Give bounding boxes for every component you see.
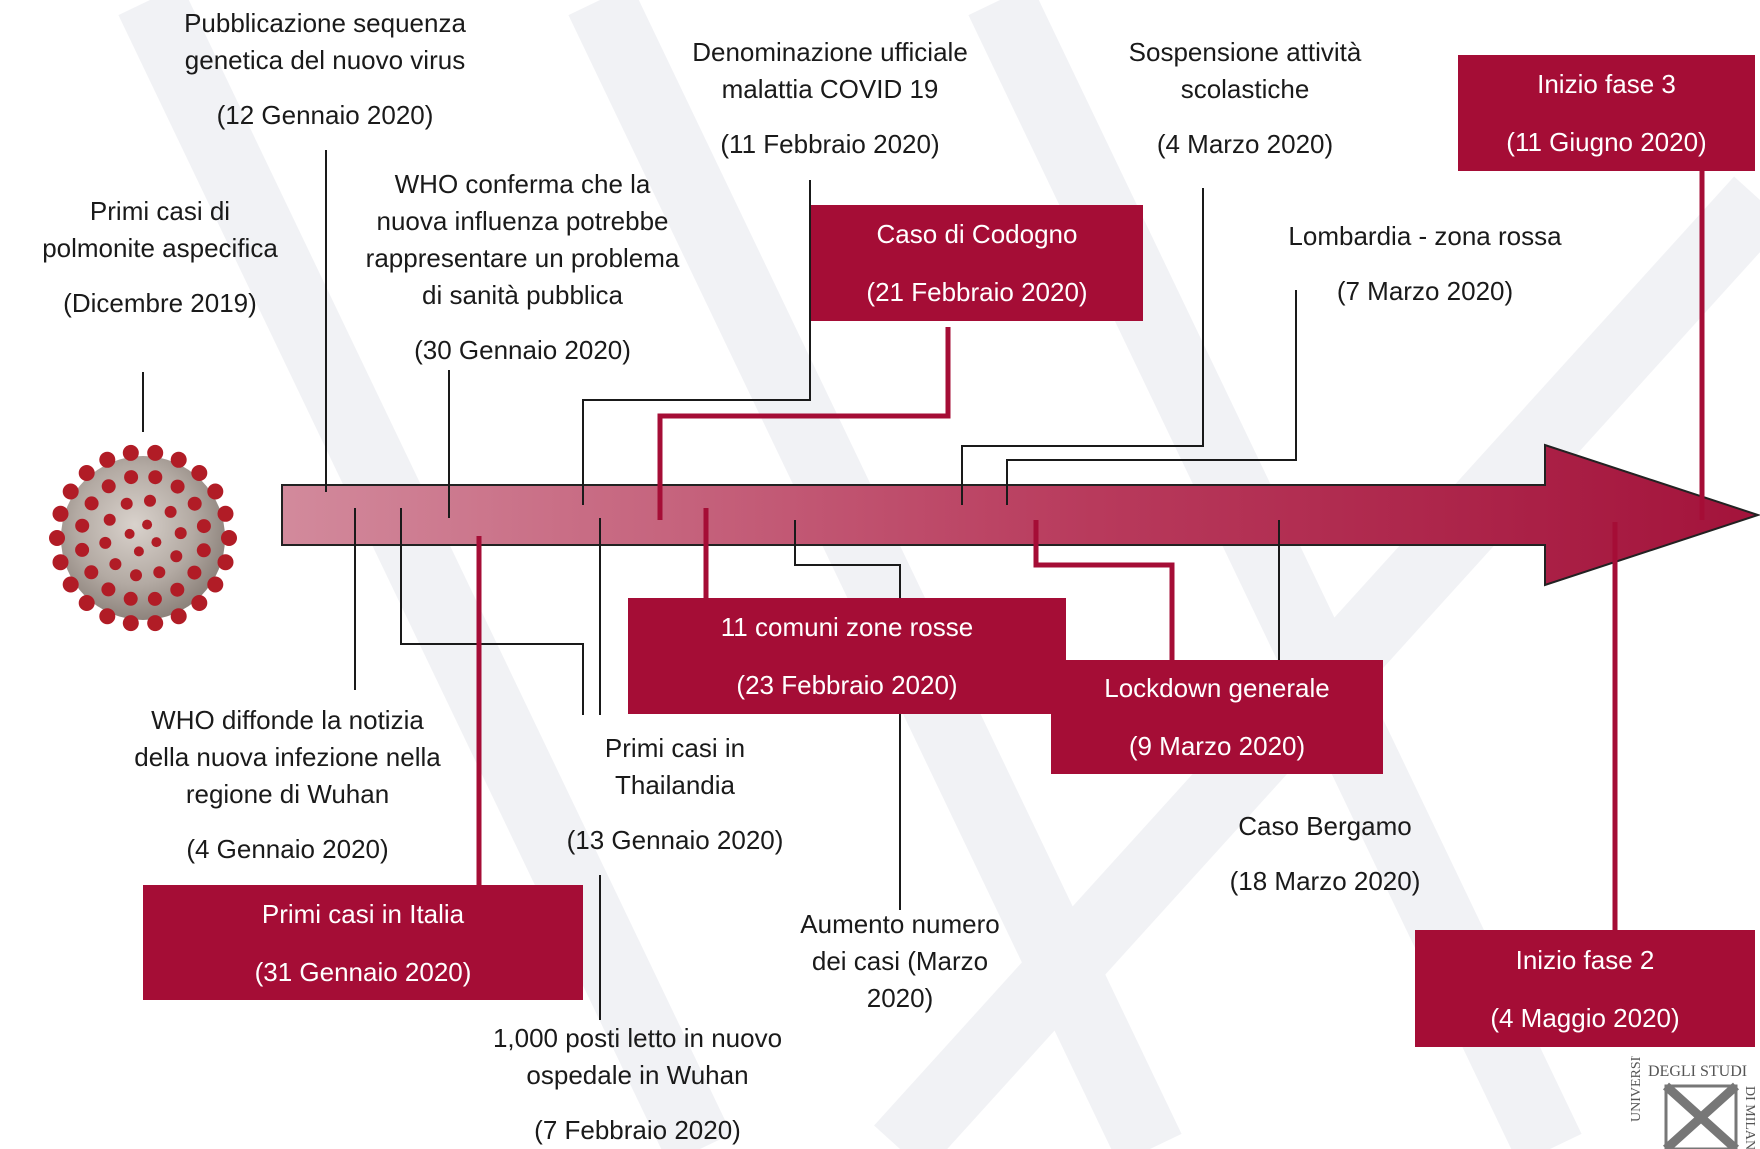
event-aumento-casi: Aumento numero dei casi (Marzo 2020) xyxy=(760,906,1040,1017)
highlight-title: Caso di Codogno xyxy=(876,219,1078,249)
event-title: Caso Bergamo xyxy=(1238,811,1412,841)
connector-13-gennaio xyxy=(400,508,584,715)
highlight-date: (31 Gennaio 2020) xyxy=(254,956,472,987)
event-title: Pubblicazione sequenza genetica del nuov… xyxy=(184,8,466,75)
highlight-caso-codogno: Caso di Codogno (21 Febbraio 2020) xyxy=(811,205,1143,321)
event-primi-casi-polmonite: Primi casi di polmonite aspecifica (Dice… xyxy=(20,193,300,322)
svg-text:UNIVERSITÀ: UNIVERSITÀ xyxy=(1630,1056,1644,1122)
event-date: (7 Febbraio 2020) xyxy=(534,1115,741,1145)
university-seal-icon: DEGLI STUDI UNIVERSITÀ DI MILANO xyxy=(1630,1056,1757,1149)
highlight-connectors xyxy=(476,170,1705,930)
event-connectors xyxy=(142,150,1297,1020)
event-thailandia: Primi casi in Thailandia (13 Gennaio 202… xyxy=(510,730,840,859)
event-posti-letto-wuhan: 1,000 posti letto in nuovo ospedale in W… xyxy=(445,1020,830,1149)
highlight-11-comuni: 11 comuni zone rosse (23 Febbraio 2020) xyxy=(628,598,1066,714)
event-title: 1,000 posti letto in nuovo ospedale in W… xyxy=(492,1023,783,1090)
event-title: WHO conferma che la nuova influenza potr… xyxy=(365,169,680,310)
event-title: Aumento numero dei casi (Marzo 2020) xyxy=(800,909,1000,1013)
event-date: (4 Gennaio 2020) xyxy=(186,834,389,864)
event-title: Lombardia - zona rossa xyxy=(1288,221,1562,251)
event-date: (Dicembre 2019) xyxy=(63,288,257,318)
event-date: (11 Febbraio 2020) xyxy=(720,129,940,159)
event-title: Denominazione ufficiale malattia COVID 1… xyxy=(692,37,968,104)
highlight-title: Primi casi in Italia xyxy=(261,898,465,929)
coronavirus-icon xyxy=(49,444,237,632)
highlight-date: (23 Febbraio 2020) xyxy=(736,670,958,700)
event-date: (30 Gennaio 2020) xyxy=(414,335,631,365)
event-who-conferma: WHO conferma che la nuova influenza potr… xyxy=(300,166,745,369)
highlight-date: (11 Giugno 2020) xyxy=(1506,127,1707,157)
timeline-arrow xyxy=(281,443,1760,587)
connector-lockdown xyxy=(1033,520,1175,660)
highlight-inizio-fase-2: Inizio fase 2 (4 Maggio 2020) xyxy=(1415,930,1755,1047)
event-date: (4 Marzo 2020) xyxy=(1156,129,1334,159)
svg-text:DEGLI STUDI: DEGLI STUDI xyxy=(1648,1063,1747,1080)
event-title: Primi casi di polmonite aspecifica xyxy=(42,196,278,263)
highlight-date: (9 Marzo 2020) xyxy=(1128,731,1306,761)
highlight-title: Lockdown generale xyxy=(1104,673,1330,703)
svg-text:DI MILANO: DI MILANO xyxy=(1742,1086,1757,1149)
highlight-date: (21 Febbraio 2020) xyxy=(866,277,1088,307)
highlight-lockdown-generale: Lockdown generale (9 Marzo 2020) xyxy=(1051,660,1383,774)
event-title: Sospensione attività scolastiche xyxy=(1128,37,1362,104)
event-date: (7 Marzo 2020) xyxy=(1336,276,1514,306)
highlight-inizio-fase-3: Inizio fase 3 (11 Giugno 2020) xyxy=(1458,55,1755,171)
event-who-diffonde: WHO diffonde la notizia della nuova infe… xyxy=(90,702,485,868)
highlight-title: 11 comuni zone rosse xyxy=(720,612,974,642)
connector-11-febbraio xyxy=(582,180,811,505)
connector-codogno xyxy=(657,327,951,520)
highlight-date: (4 Maggio 2020) xyxy=(1490,1002,1680,1033)
highlight-primi-casi-italia: Primi casi in Italia (31 Gennaio 2020) xyxy=(143,885,583,1000)
connector-4-marzo xyxy=(961,188,1204,505)
event-title: WHO diffonde la notizia della nuova infe… xyxy=(134,705,441,809)
event-date: (13 Gennaio 2020) xyxy=(566,825,784,855)
event-sospensione-scuole: Sospensione attività scolastiche (4 Marz… xyxy=(1090,34,1400,163)
event-title: Primi casi in Thailandia xyxy=(604,733,746,800)
connector-marzo-2020 xyxy=(794,520,901,910)
event-lombardia-zona-rossa: Lombardia - zona rossa (7 Marzo 2020) xyxy=(1240,218,1610,310)
event-sequenza-genetica: Pubblicazione sequenza genetica del nuov… xyxy=(130,5,520,134)
highlight-title: Inizio fase 3 xyxy=(1537,69,1676,99)
event-denominazione-covid: Denominazione ufficiale malattia COVID 1… xyxy=(680,34,980,163)
event-date: (12 Gennaio 2020) xyxy=(216,100,434,130)
highlight-title: Inizio fase 2 xyxy=(1515,944,1655,975)
event-date: (18 Marzo 2020) xyxy=(1229,866,1421,896)
event-caso-bergamo: Caso Bergamo (18 Marzo 2020) xyxy=(1170,808,1480,900)
connector-7-marzo xyxy=(1006,290,1297,505)
